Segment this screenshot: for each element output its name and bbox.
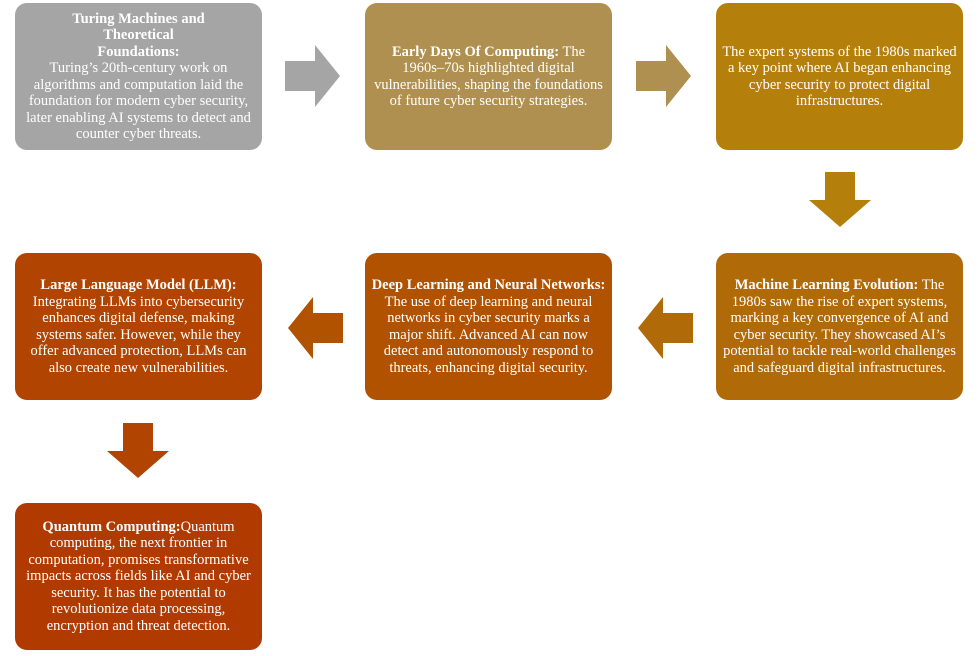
step-body: The 1960s–70s highlighted digital vulner…: [374, 43, 603, 110]
step-title: Machine Learning Evolution:: [734, 277, 919, 293]
step-body: Integrating LLMs into cybersecurity enha…: [30, 293, 247, 376]
step-body: Quantum computing, the next frontier in …: [26, 518, 251, 634]
step-body: The expert systems of the 1980s marked a…: [722, 43, 957, 110]
arrow-right-icon: [636, 45, 691, 107]
step-llm: Large Language Model (LLM):Integrating L…: [15, 253, 262, 400]
step-body: The use of deep learning and neural netw…: [383, 293, 594, 376]
step-title: Large Language Model (LLM):: [40, 277, 237, 293]
arrow-down-icon: [809, 172, 871, 227]
arrow-down-icon: [107, 423, 169, 478]
arrow-left-icon: [288, 297, 343, 359]
arrow-left-icon: [638, 297, 693, 359]
step-title: Turing Machines and Theoretical Foundati…: [72, 10, 205, 60]
step-early-computing: Early Days Of Computing: The 1960s–70s h…: [365, 3, 612, 150]
step-body: The 1980s saw the rise of expert systems…: [723, 277, 956, 376]
step-quantum: Quantum Computing:Quantum computing, the…: [15, 503, 262, 650]
step-expert-systems: The expert systems of the 1980s marked a…: [716, 3, 963, 150]
step-machine-learning: Machine Learning Evolution: The 1980s sa…: [716, 253, 963, 400]
step-turing: Turing Machines and Theoretical Foundati…: [15, 3, 262, 150]
arrow-right-icon: [285, 45, 340, 107]
step-title: Quantum Computing:: [42, 518, 181, 535]
step-body: Turing’s 20th-century work on algorithms…: [26, 60, 251, 142]
step-title: Early Days Of Computing:: [391, 43, 560, 60]
step-title: Deep Learning and Neural Networks:: [371, 277, 606, 293]
step-deep-learning: Deep Learning and Neural Networks: The u…: [365, 253, 612, 400]
